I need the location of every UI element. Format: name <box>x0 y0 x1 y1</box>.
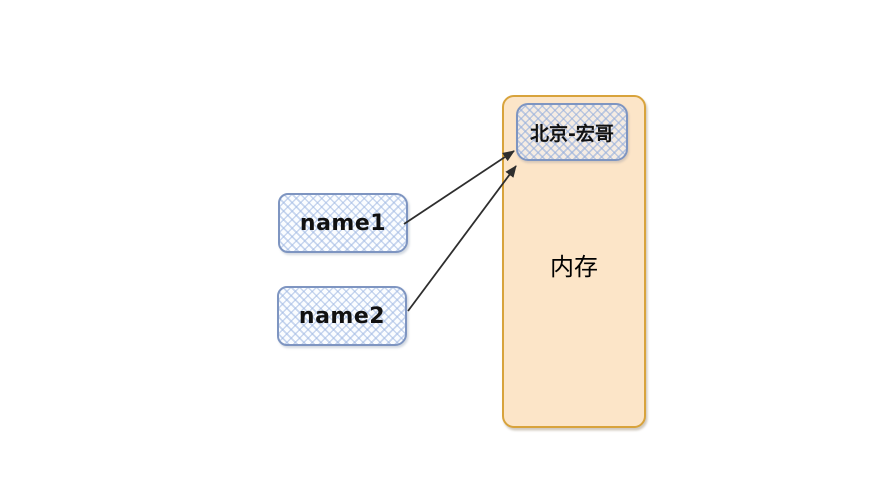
value-label: 北京-宏哥 <box>530 122 614 145</box>
arrow-name1-to-value <box>403 150 515 225</box>
value-box: 北京-宏哥 <box>516 103 628 161</box>
arrow-name2-to-value <box>407 165 517 312</box>
variable-label-name2: name2 <box>298 303 386 329</box>
memory-box: 北京-宏哥 内存 <box>502 95 646 428</box>
variable-label-name1: name1 <box>299 210 387 236</box>
memory-label: 内存 <box>550 253 598 281</box>
variable-box-name1: name1 <box>278 193 408 253</box>
variable-box-name2: name2 <box>277 286 407 346</box>
